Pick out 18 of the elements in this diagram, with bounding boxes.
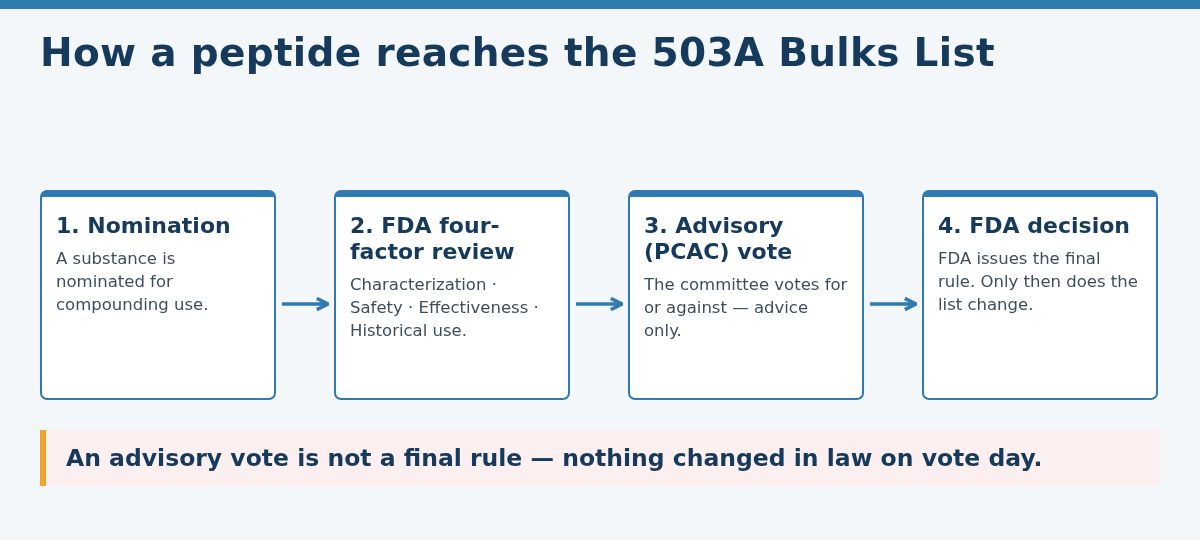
arrow bbox=[576, 296, 624, 312]
title: How a peptide reaches the 503A Bulks List bbox=[40, 30, 995, 75]
step-card bbox=[40, 190, 276, 400]
step-heading: 3. Advisory (PCAC) vote bbox=[644, 213, 794, 265]
step-description: The committee votes for or against — advice only. bbox=[644, 274, 848, 342]
step-card bbox=[334, 190, 570, 400]
callout-banner bbox=[40, 430, 1160, 486]
step-card bbox=[628, 190, 864, 400]
step-heading: 2. FDA four-factor review bbox=[350, 213, 516, 265]
step-description: A substance is nominated for compounding use. bbox=[56, 248, 210, 316]
step-heading: 1. Nomination bbox=[56, 213, 232, 239]
step-description: FDA issues the final rule. Only then does the list change. bbox=[938, 248, 1139, 316]
step-card bbox=[922, 190, 1158, 400]
step-description: Characterization · Safety · Effectiveness · Historical use. bbox=[350, 274, 540, 342]
arrow bbox=[870, 296, 918, 312]
arrow bbox=[282, 296, 330, 312]
callout-text: An advisory vote is not a final rule — nothing changed in law on vote day. bbox=[66, 444, 1043, 472]
step-heading: 4. FDA decision bbox=[938, 213, 1131, 239]
